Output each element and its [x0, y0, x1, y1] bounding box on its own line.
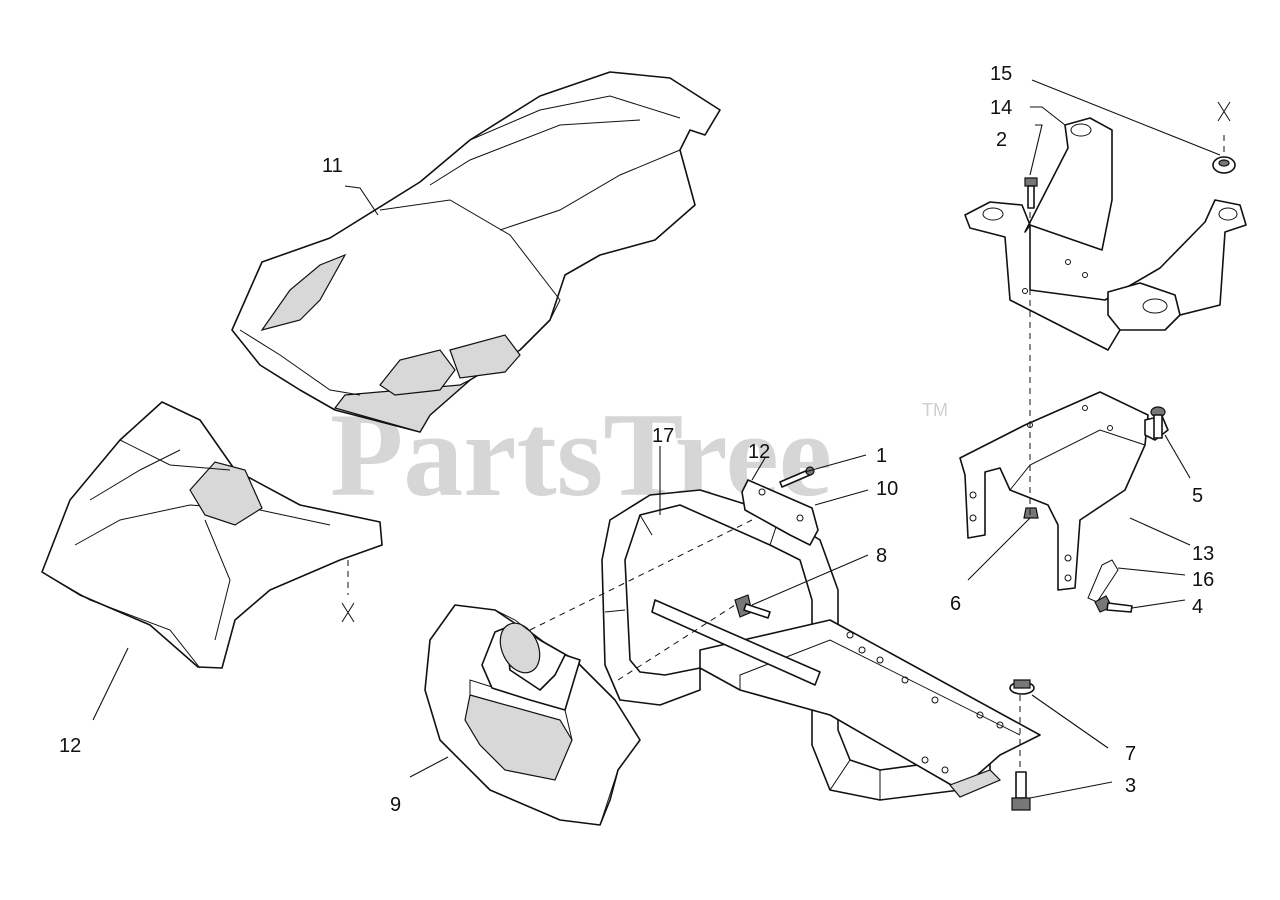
part-6-nut	[1023, 507, 1039, 519]
part-16-clip	[1087, 559, 1119, 603]
callout-17: 17	[652, 425, 674, 447]
callout-7: 7	[1125, 743, 1136, 765]
part-12-cover	[41, 401, 383, 669]
part-3-bolt	[1011, 771, 1031, 811]
callout-5: 5	[1192, 485, 1203, 507]
callout-13: 13	[1192, 543, 1214, 565]
assembly-lines	[347, 135, 1225, 770]
part-11-hood	[231, 71, 721, 433]
part-10-bracket	[741, 479, 819, 546]
callout-4: 4	[1192, 596, 1203, 618]
part-2-screw	[1024, 177, 1038, 209]
callout-1: 1	[876, 445, 887, 467]
part-14-upper-bracket	[964, 117, 1247, 351]
part-5-screw	[1150, 406, 1166, 439]
callout-14: 14	[990, 97, 1012, 119]
part-9-bumper	[424, 604, 641, 826]
callout-11: 11	[322, 155, 343, 177]
part-4-bolt	[1094, 595, 1133, 613]
watermark-trademark: TM	[922, 400, 948, 420]
tube-crossbar	[651, 599, 821, 686]
x-marker-right	[1217, 101, 1231, 122]
callout-10: 10	[876, 478, 898, 500]
part-15-grommet	[1212, 156, 1236, 174]
leader-lines	[92, 79, 1221, 799]
part-13-lower-bracket	[959, 391, 1169, 591]
callout-12-cover: 12	[59, 735, 81, 757]
callout-16: 16	[1192, 569, 1214, 591]
part-1-screw	[779, 466, 815, 488]
part-7-nut	[1009, 679, 1035, 695]
x-marker-left	[341, 602, 355, 623]
callout-15: 15	[990, 63, 1012, 85]
callout-2: 2	[996, 129, 1007, 151]
callout-9: 9	[390, 794, 401, 816]
callout-labels: 11 12 17 12 1 10 8 9 15 14 2 5 13 16 6 4…	[59, 63, 1214, 816]
callout-8: 8	[876, 545, 887, 567]
callout-6: 6	[950, 593, 961, 615]
callout-12-bracket: 12	[748, 441, 770, 463]
callout-3: 3	[1125, 775, 1136, 797]
part-8-bolt	[734, 594, 771, 619]
